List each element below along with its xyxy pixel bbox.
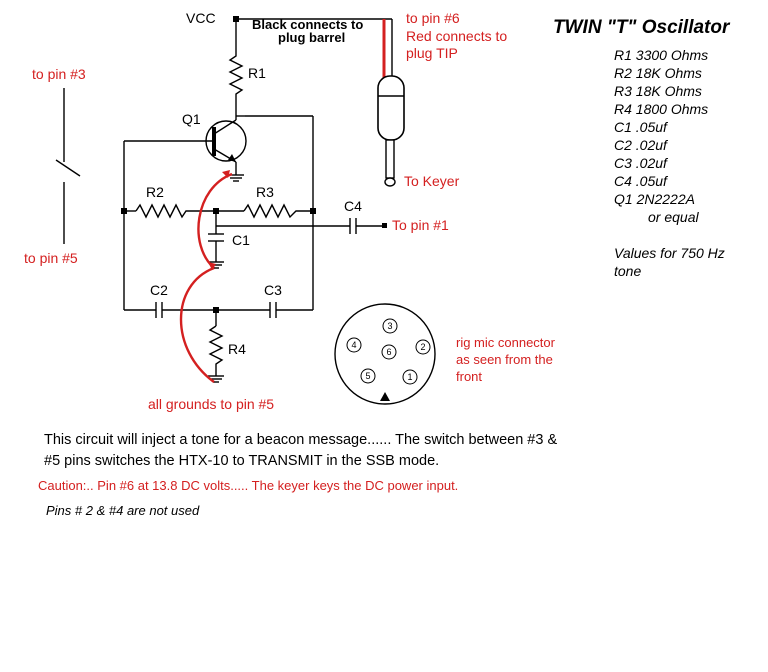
part-r2: R2 18K Ohms xyxy=(614,65,702,81)
description-line1: This circuit will inject a tone for a be… xyxy=(44,432,558,448)
description-line2: #5 pins switches the HTX-10 to TRANSMIT … xyxy=(44,453,440,469)
part-c2: C2 .02uf xyxy=(614,137,669,153)
pin-label: 3 xyxy=(387,321,392,331)
to-pin3-note: to pin #3 xyxy=(32,66,86,82)
parts-panel: TWIN "T" Oscillator R1 3300 Ohms R2 18K … xyxy=(553,17,731,279)
connector-note-line2: as seen from the xyxy=(456,352,553,367)
c4-label: C4 xyxy=(344,198,362,214)
caution-note: Caution:.. Pin #6 at 13.8 DC volts..... … xyxy=(38,478,459,493)
black-plug-note-line1: Black connects to xyxy=(252,17,363,32)
part-q1-alt: or equal xyxy=(648,209,699,225)
ground-arcs xyxy=(179,170,233,383)
keyer-plug xyxy=(377,19,405,187)
r4-label: R4 xyxy=(228,341,246,357)
grounds-note: all grounds to pin #5 xyxy=(148,396,274,412)
diagram-title: TWIN "T" Oscillator xyxy=(553,17,731,38)
vcc-label: VCC xyxy=(186,10,216,26)
schematic-wires xyxy=(121,16,393,383)
component-labels: VCC R1 Q1 R2 R3 C1 C4 C2 C3 R4 xyxy=(146,10,362,357)
pin-label: 4 xyxy=(351,340,356,350)
part-r3: R3 18K Ohms xyxy=(614,83,702,99)
black-plug-note-line2: plug barrel xyxy=(278,30,345,45)
to-pin1-note: To pin #1 xyxy=(392,217,449,233)
resistor-r2 xyxy=(135,203,216,219)
red-plug-note-line1: Red connects to xyxy=(406,28,507,44)
connector-note-line1: rig mic connector xyxy=(456,335,556,350)
resistor-r3 xyxy=(243,203,313,219)
transmit-switch xyxy=(55,88,81,244)
c1-label: C1 xyxy=(232,232,250,248)
part-c4: C4 .05uf xyxy=(614,173,669,189)
r1-label: R1 xyxy=(248,65,266,81)
part-c1: C1 .05uf xyxy=(614,119,669,135)
unused-pins-note: Pins # 2 & #4 are not used xyxy=(46,503,200,518)
pin-label: 2 xyxy=(420,342,425,352)
values-note-line1: Values for 750 Hz xyxy=(614,245,725,261)
to-keyer-note: To Keyer xyxy=(404,173,460,189)
pin-label: 6 xyxy=(386,347,391,357)
part-c3: C3 .02uf xyxy=(614,155,669,171)
q1-label: Q1 xyxy=(182,111,201,127)
part-q1: Q1 2N2222A xyxy=(614,191,695,207)
to-pin6-note: to pin #6 xyxy=(406,10,460,26)
pin-label: 5 xyxy=(365,371,370,381)
connector-note-line3: front xyxy=(456,369,482,384)
resistor-r1 xyxy=(228,48,244,116)
annotations: Black connects to plug barrel to pin #6 … xyxy=(24,10,556,412)
mic-connector-pins: 3 4 6 2 5 1 xyxy=(346,318,431,385)
resistor-r4 xyxy=(208,325,224,376)
part-r4: R4 1800 Ohms xyxy=(614,101,708,117)
c3-label: C3 xyxy=(264,282,282,298)
part-r1: R1 3300 Ohms xyxy=(614,47,708,63)
c2-label: C2 xyxy=(150,282,168,298)
r2-label: R2 xyxy=(146,184,164,200)
red-plug-note-line2: plug TIP xyxy=(406,45,458,61)
r3-label: R3 xyxy=(256,184,274,200)
values-note-line2: tone xyxy=(614,263,641,279)
pin-label: 1 xyxy=(407,372,412,382)
to-pin5-note: to pin #5 xyxy=(24,250,78,266)
